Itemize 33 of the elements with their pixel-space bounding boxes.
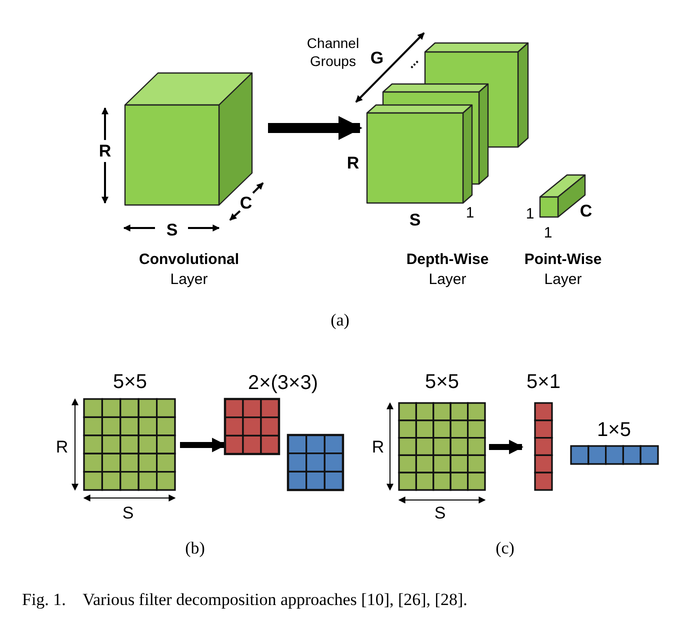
dimension-label: 1 xyxy=(544,226,552,240)
ellipsis: ... xyxy=(404,54,420,70)
panel-label: (b) xyxy=(185,540,205,556)
size-label: 5×5 xyxy=(424,370,460,394)
layer-subtitle: Layer xyxy=(428,270,468,290)
layer-title: Point-Wise xyxy=(523,250,603,270)
size-label: 2×(3×3) xyxy=(248,373,318,393)
panel-label: (c) xyxy=(496,540,514,556)
dimension-label: S xyxy=(122,504,134,522)
block-arrow xyxy=(180,438,226,452)
layer-subtitle: Layer xyxy=(543,270,583,290)
block-arrow xyxy=(489,440,524,454)
figure-caption: Fig. 1. Various filter decomposition approaches [10], [26], [28]. xyxy=(22,590,468,610)
dimension-label: C xyxy=(580,202,592,220)
dimension-label: S xyxy=(409,212,421,228)
dimension-label: S xyxy=(434,504,446,522)
dimension-label: R xyxy=(346,154,360,172)
dimension-label: 1 xyxy=(466,206,474,220)
layer-subtitle: Layer xyxy=(169,270,209,290)
dimension-label: C xyxy=(240,194,252,212)
dimension-label: G xyxy=(370,50,384,66)
dimension-label: R xyxy=(56,438,68,456)
dimension-label: 1 xyxy=(526,206,534,222)
group-label: Channel Groups xyxy=(306,34,360,70)
dimension-label: S xyxy=(166,222,178,238)
dimension-label: R xyxy=(372,438,384,456)
size-label: 1×5 xyxy=(596,418,632,442)
layer-title: Convolutional xyxy=(138,250,240,270)
size-label: 5×1 xyxy=(526,370,562,394)
panel-label: (a) xyxy=(330,312,350,328)
block-arrow xyxy=(268,116,362,140)
size-label: 5×5 xyxy=(112,370,148,394)
dimension-label: R xyxy=(98,142,112,160)
